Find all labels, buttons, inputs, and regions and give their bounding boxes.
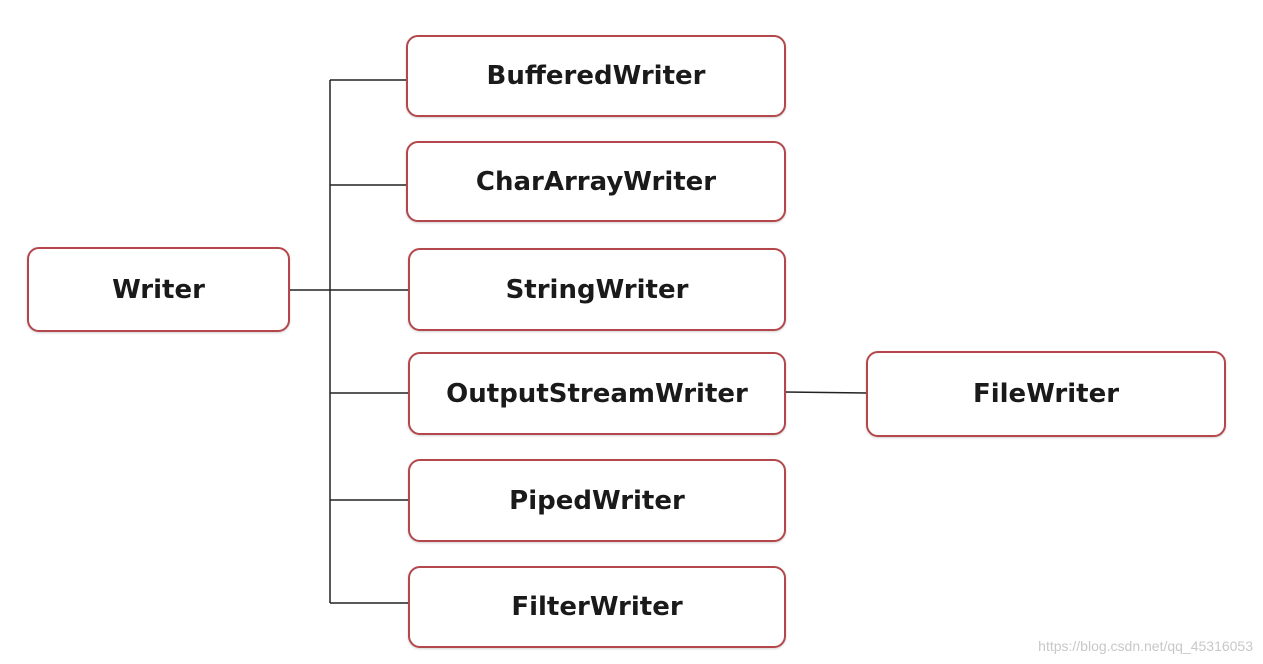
node-label: OutputStreamWriter	[446, 378, 748, 409]
node-label: FileWriter	[972, 379, 1120, 409]
watermark-url: https://blog.csdn.net/qq_45316053	[1038, 638, 1253, 654]
node-stringwriter: StringWriter	[408, 248, 786, 331]
branch-filewriter	[784, 391, 868, 394]
node-outputstreamwriter: OutputStreamWriter	[408, 352, 786, 435]
node-filterwriter: FilterWriter	[408, 566, 786, 648]
node-label: Writer	[112, 274, 205, 305]
node-label: BufferedWriter	[486, 61, 706, 91]
node-bufferedwriter: BufferedWriter	[406, 35, 786, 117]
node-label: FilterWriter	[511, 592, 683, 622]
node-chararraywriter: CharArrayWriter	[406, 141, 786, 222]
node-pipedwriter: PipedWriter	[408, 459, 786, 542]
node-filewriter: FileWriter	[866, 351, 1226, 437]
node-writer: Writer	[27, 247, 290, 332]
node-label: PipedWriter	[509, 485, 685, 516]
node-label: StringWriter	[505, 274, 689, 305]
node-label: CharArrayWriter	[475, 166, 717, 197]
